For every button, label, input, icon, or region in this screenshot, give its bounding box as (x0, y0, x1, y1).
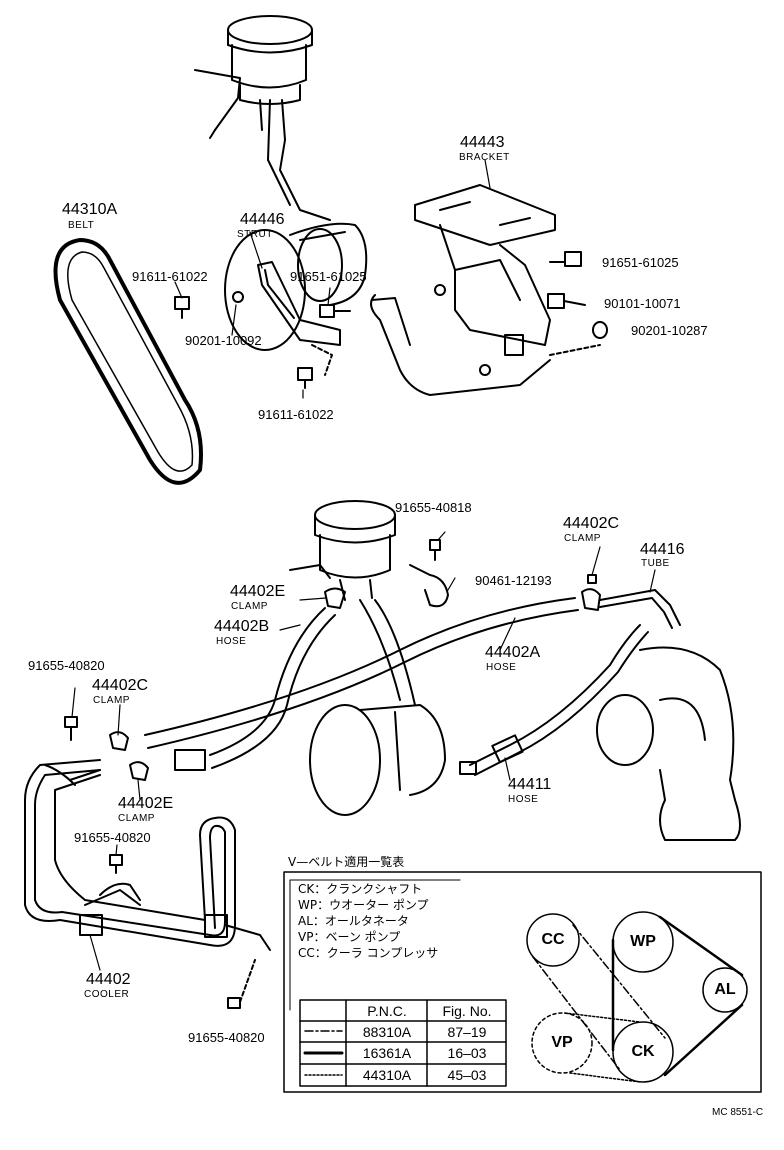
belt-drawing (53, 238, 203, 485)
figure-code: MC 8551-C (712, 1107, 764, 1118)
table-cell-fig: 16–03 (447, 1045, 487, 1061)
pulley-schematic (526, 911, 748, 1083)
cooler-part-number: 44402 (86, 971, 131, 988)
bolt-90101-10071: 90101-10071 (604, 296, 681, 311)
table-cell-pnc: 16361A (362, 1045, 412, 1061)
steering-gearbox-drawing (596, 646, 741, 841)
hose-44411-label: HOSE (508, 794, 539, 805)
bracket-drawing (370, 184, 608, 396)
washer-90201-10287: 90201-10287 (631, 323, 708, 338)
legend-line-vp: VP：ベーン ポンプ (298, 930, 401, 944)
strut-label: STRUT (237, 229, 273, 240)
tube-label: TUBE (641, 558, 670, 569)
clamp-44402e-left-label: CLAMP (118, 813, 155, 824)
bolt-91611-61022-upper: 91611-61022 (132, 269, 208, 284)
screw-91655-40820-bottom: 91655-40820 (188, 1030, 265, 1045)
hose-44402a-drawing (144, 597, 579, 749)
table-header-fig: Fig. No. (442, 1003, 492, 1019)
clamp-44402c-right-label: CLAMP (564, 533, 601, 544)
washer-90201-10092: 90201-10092 (185, 333, 262, 348)
legend-line-al: AL：オールタネータ (298, 914, 409, 928)
table-cell-fig: 45–03 (447, 1067, 487, 1083)
cooler-44402-drawing (24, 759, 271, 951)
small-fasteners-drawing (64, 539, 601, 1009)
clamp-44402c-right-part-number: 44402C (563, 515, 620, 532)
pump-bottom-drawing (309, 599, 446, 816)
bracket-label: BRACKET (459, 152, 510, 163)
pulley-label-ck: CK (631, 1043, 655, 1060)
reservoir-top-drawing (194, 15, 331, 221)
pulley-label-al: AL (714, 981, 736, 998)
tube-44416-and-hose-44411-drawing (459, 589, 681, 776)
pulley-label-wp: WP (630, 933, 656, 950)
pump-top-drawing (174, 222, 368, 389)
legend-line-ck: CK：クランクシャフト (298, 882, 423, 896)
bolt-91611-61022-lower: 91611-61022 (258, 407, 334, 422)
table-cell-pnc: 88310A (362, 1024, 412, 1040)
clip-90461-12193: 90461-12193 (475, 573, 552, 588)
reservoir-bottom-drawing (289, 500, 396, 601)
pulley-label-cc: CC (541, 931, 565, 948)
strut-part-number: 44446 (240, 211, 285, 228)
legend-line-cc: CC：クーラ コンプレッサ (298, 946, 439, 960)
hose-44402a-label: HOSE (486, 662, 517, 673)
bolt-91651-61025-right: 91651-61025 (602, 255, 679, 270)
bracket-part-number: 44443 (460, 134, 505, 151)
clamp-44402e-top-label: CLAMP (231, 601, 268, 612)
legend-title: V—ベルト適用一覧表 (288, 855, 405, 869)
tube-part-number: 44416 (640, 541, 685, 558)
hose-44402b-label: HOSE (216, 636, 247, 647)
hose-44411-part-number: 44411 (508, 776, 552, 793)
hose-44402b-part-number: 44402B (214, 618, 270, 635)
clamp-44402c-left-label: CLAMP (93, 695, 130, 706)
clamp-44402c-left-part-number: 44402C (92, 677, 149, 694)
legend-line-wp: WP：ウオーター ポンプ (298, 898, 429, 912)
table-header-pnc: P.N.C. (367, 1003, 407, 1019)
screw-91655-40820-left: 91655-40820 (28, 658, 105, 673)
screw-91655-40820-mid: 91655-40820 (74, 830, 151, 845)
hose-44402a-part-number: 44402A (485, 644, 541, 661)
hose-44402b-drawing (174, 607, 336, 771)
belt-part-number: 44310A (62, 201, 118, 218)
table-cell-pnc: 44310A (362, 1067, 412, 1083)
legend-frame (283, 871, 762, 1093)
bolt-91651-61025-left: 91651-61025 (290, 269, 367, 284)
cooler-label: COOLER (84, 989, 130, 1000)
pulley-label-vp: VP (551, 1034, 573, 1051)
clamp-44402e-left-part-number: 44402E (118, 795, 174, 812)
leader-lines (71, 159, 656, 971)
screw-91655-40818: 91655-40818 (395, 500, 472, 515)
table-cell-fig: 87–19 (447, 1024, 487, 1040)
belt-label: BELT (68, 220, 95, 231)
clamp-44402e-top-part-number: 44402E (230, 583, 286, 600)
